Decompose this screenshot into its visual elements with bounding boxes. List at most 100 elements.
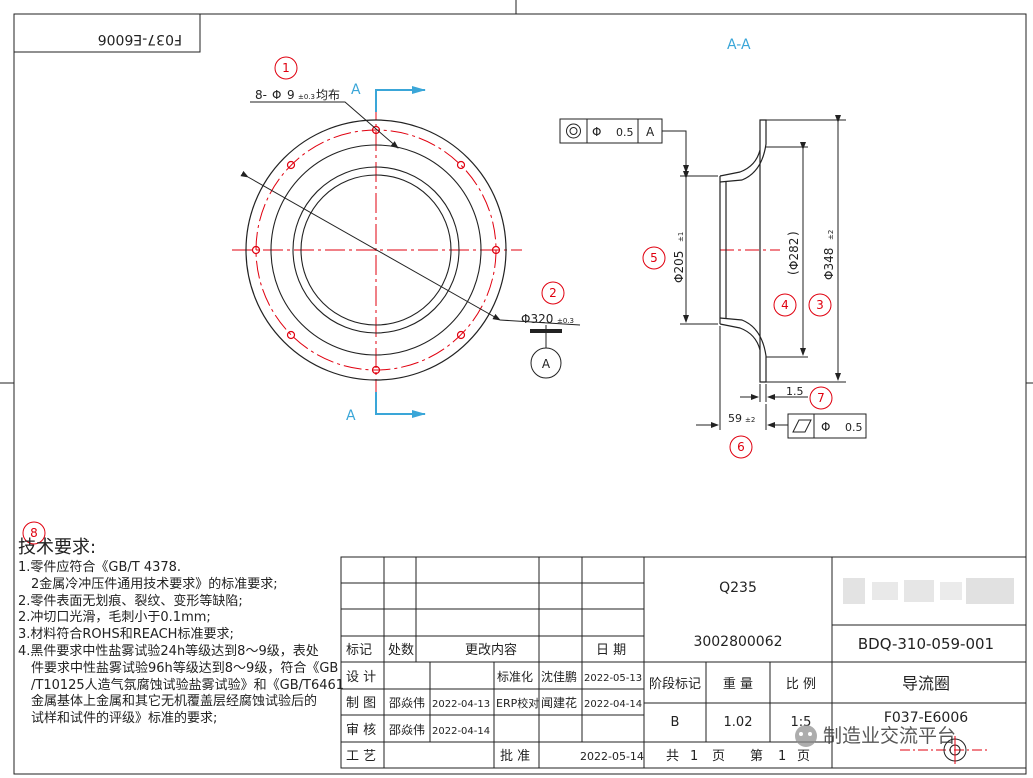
fcf-flatness: Φ 0.5 — [787, 413, 867, 439]
blurred-logo — [843, 578, 1014, 604]
tb-hdr-content: 更改内容 — [465, 642, 517, 658]
notes-line-9: 金属基体上金属和其它无机覆盖层经腐蚀试验后的 — [31, 694, 318, 710]
tb-weight-value: 1.02 — [724, 715, 753, 730]
notes-line-4: 2.冲切口光滑，毛刺小于0.1mm; — [18, 610, 211, 626]
d282-text: Φ282 — [787, 238, 801, 270]
balloon-7: 7 — [817, 391, 825, 405]
technical-requirements: 技术要求: 1.零件应符合《GB/T 4378. 2金属冷冲压件通用技术要求》的… — [18, 536, 345, 728]
tb-hdr-mark: 标记 — [346, 643, 372, 658]
notes-line-6: 4.黑件要求中性盐雾试验24h等级达到8～9级，表处 — [18, 643, 319, 659]
tb-erp-date: 2022-04-14 — [584, 699, 642, 710]
tb-erp-name: 闻建花 — [541, 695, 577, 710]
tb-scale-label: 比 例 — [786, 677, 816, 692]
tb-drawing-code: F037-E6006 — [884, 710, 968, 726]
tb-sheets-unit: 页 — [712, 749, 725, 764]
tb-part-no: BDQ-310-059-001 — [858, 635, 994, 653]
fcf1-phi: Φ — [592, 125, 601, 139]
holes-tol: ±0.3 — [298, 93, 315, 101]
d205-tol: ±1 — [677, 232, 685, 242]
tb-check: 审 核 — [346, 723, 376, 738]
tb-stage-value: B — [671, 715, 680, 730]
tb-design: 设 计 — [346, 670, 376, 685]
fcf2-phi: Φ — [821, 420, 830, 434]
tb-std-date: 2022-05-13 — [584, 673, 642, 684]
notes-line-5: 3.材料符合ROHS和REACH标准要求; — [18, 627, 234, 643]
dim-d205 — [680, 171, 718, 325]
tb-std-label: 标准化 — [497, 670, 533, 684]
holes-prefix: 8- — [255, 88, 267, 102]
tb-check-date: 2022-04-14 — [432, 726, 490, 737]
fcf2-tol: 0.5 — [845, 421, 863, 434]
od320-value: Φ320 — [521, 312, 553, 326]
notes-line-10: 试样和试件的评级》标准的要求; — [31, 711, 218, 727]
tb-part-name: 导流圈 — [902, 674, 950, 693]
tb-approve-label: 批 准 — [500, 749, 530, 764]
tb-stage-label: 阶段标记 — [649, 677, 701, 692]
mirrored-code-box: F037-E6006 — [13, 13, 201, 53]
tb-draw-date: 2022-04-13 — [432, 699, 490, 710]
balloon-6: 6 — [737, 440, 745, 454]
projection-symbol — [900, 736, 990, 764]
mirrored-code-text: F037-E6006 — [98, 31, 182, 47]
tb-draw: 制 图 — [346, 696, 376, 711]
balloon-8: 8 — [30, 526, 38, 540]
holes-phi: Φ — [272, 88, 281, 102]
dim-d282 — [766, 142, 808, 358]
tb-sheets-total-pre: 共 — [666, 749, 679, 764]
section-view: A-A Φ205 ±1 Φ282 ( ) — [672, 37, 846, 430]
holes-value: 9 — [287, 88, 295, 102]
tb-craft: 工 艺 — [346, 749, 376, 764]
tb-erp-label: ERP校对 — [496, 696, 539, 710]
dim-h59 — [696, 326, 790, 430]
tb-approve-date: 2022-05-14 — [580, 750, 644, 763]
notes-heading: 技术要求: — [18, 537, 97, 558]
notes-line-7: 件要求中性盐雾试验96h等级达到8～9级，符合《GB — [31, 660, 339, 676]
notes-line-2: 2金属冷冲压件通用技术要求》的标准要求; — [31, 576, 278, 592]
tb-hdr-date: 日 期 — [596, 643, 626, 658]
h59-tol: ±2 — [745, 416, 755, 424]
tb-check-name: 邵焱伟 — [389, 723, 425, 737]
d205-text: Φ205 — [672, 251, 686, 283]
balloon-5: 5 — [650, 251, 658, 265]
fcf1-datum: A — [646, 125, 655, 139]
section-title: A-A — [727, 37, 751, 53]
dim-t15 — [740, 384, 808, 402]
tb-std-name: 沈佳鹏 — [541, 669, 577, 684]
notes-line-1: 1.零件应符合《GB/T 4378. — [18, 560, 182, 575]
od320-tol: ±0.3 — [557, 317, 574, 325]
balloon-4: 4 — [781, 298, 789, 312]
balloon-3: 3 — [816, 298, 824, 312]
tb-material: Q235 — [719, 580, 757, 596]
balloon-2: 2 — [549, 286, 557, 300]
fcf1-tol: 0.5 — [616, 126, 634, 139]
tb-sheets-total: 1 — [690, 749, 698, 764]
fcf-concentricity: Φ 0.5 A — [559, 118, 689, 173]
title-block — [340, 556, 1027, 769]
tb-weight-label: 重 量 — [723, 676, 753, 692]
d348-text: Φ348 — [822, 248, 836, 280]
tb-material-code: 3002800062 — [693, 634, 782, 650]
dim-d348 — [766, 115, 846, 383]
section-arrows — [375, 86, 426, 418]
section-mark-top: A — [351, 82, 361, 98]
d348-tol: ±2 — [827, 230, 835, 240]
watermark: 制造业交流平台 — [795, 725, 956, 747]
tb-draw-name: 邵焱伟 — [389, 696, 425, 710]
balloon-1: 1 — [282, 61, 290, 75]
notes-line-8: /T10125人造气氛腐蚀试验盐雾试验》和《GB/T6461 — [31, 677, 345, 693]
d282-paren-l: ( — [786, 270, 800, 275]
h59-text: 59 — [728, 412, 742, 425]
datum-label: A — [542, 357, 551, 371]
balloons — [22, 56, 833, 545]
section-profile — [719, 119, 767, 383]
section-mark-bottom: A — [346, 408, 356, 424]
t15-text: 1.5 — [786, 385, 804, 398]
notes-line-3: 2.零件表面无划痕、裂纹、变形等缺陷; — [18, 593, 243, 609]
d282-paren-r: ) — [786, 231, 800, 236]
tb-sheet-unit: 页 — [797, 749, 810, 764]
tb-hdr-count: 处数 — [388, 643, 414, 658]
front-view: 8- Φ 9 ±0.3 均布 Φ320 ±0.3 A A A — [232, 82, 581, 424]
tb-sheet-no: 1 — [778, 749, 786, 764]
